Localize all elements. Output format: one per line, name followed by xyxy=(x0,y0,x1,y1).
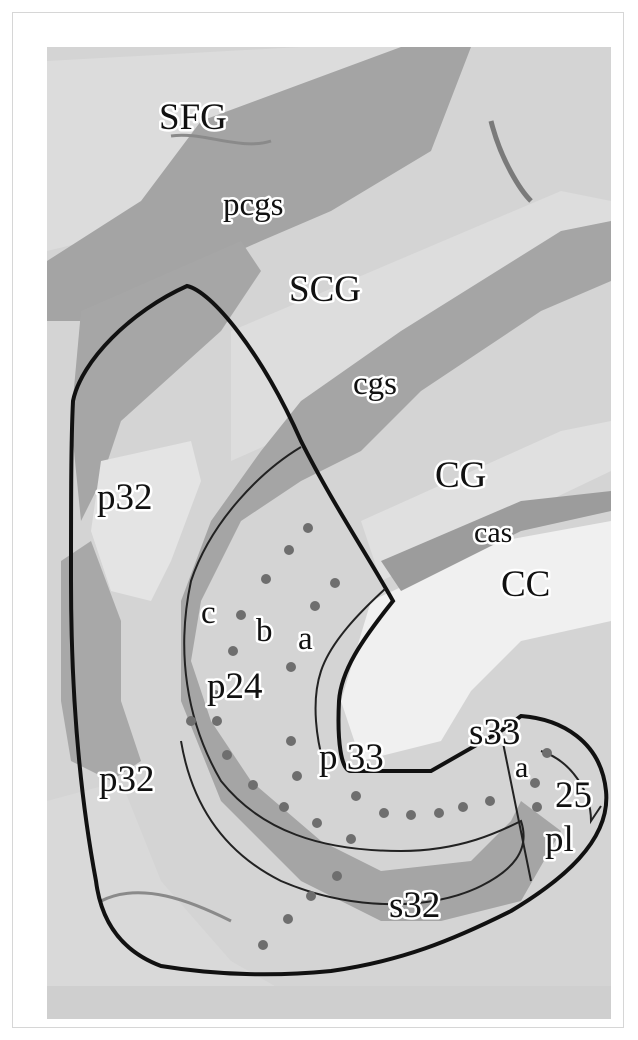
dot xyxy=(261,574,271,584)
dot xyxy=(292,771,302,781)
dot xyxy=(286,662,296,672)
label-cc: CC xyxy=(501,564,550,605)
label-pl: pl xyxy=(545,819,574,860)
dot xyxy=(530,778,540,788)
dot xyxy=(330,578,340,588)
label-sfg: SFG xyxy=(159,97,227,138)
dot xyxy=(248,780,258,790)
label-cas: cas xyxy=(474,516,512,549)
label-cgs: cgs xyxy=(353,366,397,402)
label-pcgs: pcgs xyxy=(223,187,284,223)
dot xyxy=(542,748,552,758)
dot xyxy=(406,810,416,820)
dot xyxy=(228,646,238,656)
label-s33: s33 xyxy=(469,712,520,753)
bottom-band xyxy=(47,986,611,1019)
dot xyxy=(351,791,361,801)
dot xyxy=(306,891,316,901)
label-p32-lower: p32 xyxy=(99,759,155,800)
label-p24: p24 xyxy=(207,666,263,707)
dot xyxy=(434,808,444,818)
dot xyxy=(279,802,289,812)
dot xyxy=(310,601,320,611)
label-p32-upper: p32 xyxy=(97,477,153,518)
label-c: c xyxy=(201,595,216,631)
dot xyxy=(284,545,294,555)
label-a-lower: a xyxy=(515,751,528,784)
dot xyxy=(312,818,322,828)
dot xyxy=(458,802,468,812)
dot xyxy=(212,716,222,726)
dot xyxy=(332,871,342,881)
dot xyxy=(258,940,268,950)
label-area25: 25 xyxy=(555,775,592,816)
label-p33: p 33 xyxy=(319,737,384,778)
dot xyxy=(485,796,495,806)
dot xyxy=(186,716,196,726)
dot xyxy=(532,802,542,812)
dot xyxy=(283,914,293,924)
label-s32: s32 xyxy=(389,885,440,926)
dot xyxy=(286,736,296,746)
dot xyxy=(222,750,232,760)
dot xyxy=(379,808,389,818)
dot xyxy=(236,610,246,620)
dot xyxy=(346,834,356,844)
label-scg: SCG xyxy=(289,269,361,310)
label-b: b xyxy=(256,613,273,649)
dot xyxy=(303,523,313,533)
figure-frame: SFG pcgs SCG cgs CG cas CC p32 p32 c b a… xyxy=(12,12,624,1028)
label-a-upper: a xyxy=(298,621,313,657)
brain-medial-section-figure: SFG pcgs SCG cgs CG cas CC p32 p32 c b a… xyxy=(13,13,625,1029)
label-cg: CG xyxy=(435,455,486,496)
